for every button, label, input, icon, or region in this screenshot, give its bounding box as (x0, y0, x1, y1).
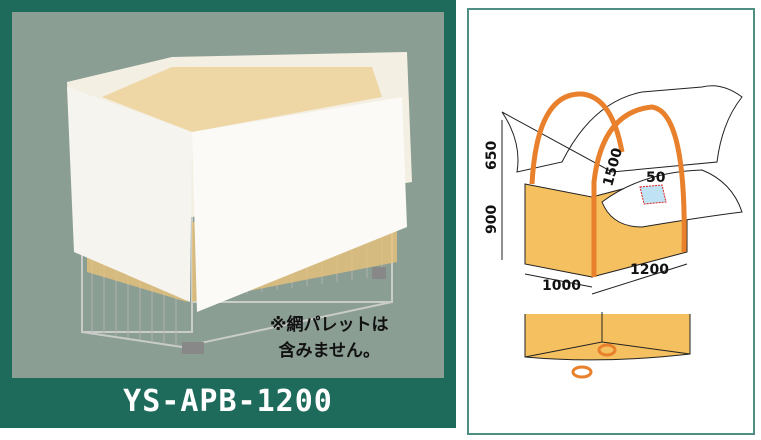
note-line-1: ※網パレットは (270, 315, 389, 335)
dim-label: 50 (646, 170, 666, 186)
product-photo: ※網パレットは 含みません。 (12, 12, 444, 378)
note-line-2: 含みません。 (278, 341, 381, 361)
dim-top-flap: 650 (484, 141, 500, 170)
dim-height: 900 (484, 205, 500, 234)
bag-on-cage-image (67, 52, 412, 354)
model-number: YS-APB-1200 (123, 384, 333, 419)
dim-depth: 1000 (542, 278, 581, 294)
bag-dimension-diagram: 650 900 1500 50 1000 1200 (484, 85, 743, 379)
dim-width: 1200 (630, 262, 669, 278)
dimension-diagram-panel: 650 900 1500 50 1000 1200 (467, 8, 755, 435)
product-photo-panel: ※網パレットは 含みません。 YS-APB-1200 (0, 0, 456, 428)
